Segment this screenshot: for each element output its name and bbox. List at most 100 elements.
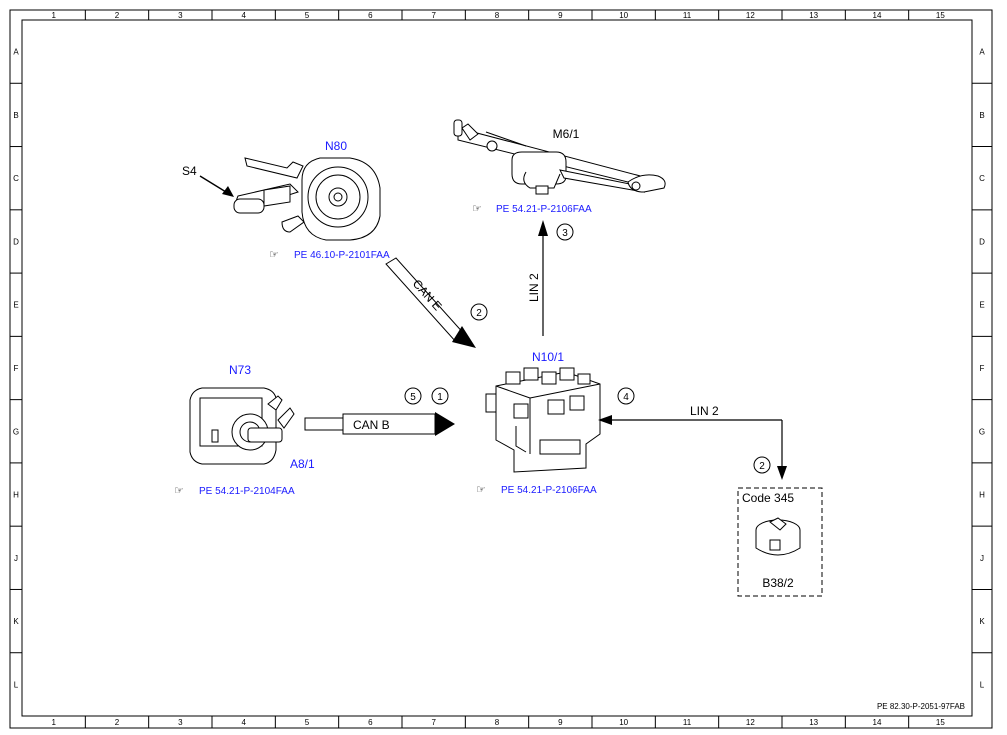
column-label-top: 14 — [873, 11, 882, 20]
n80-combination-switch[interactable]: N80 S4 ☞ PE 46.10-P-2101FAA — [182, 139, 390, 261]
lin2-up-connection: LIN 2 — [527, 220, 548, 336]
m6-1-wiper-motor[interactable]: M6/1 ☞ PE 54.21-P-2106FAA — [453, 119, 666, 215]
hand-pointer-icon: ☞ — [476, 483, 486, 496]
column-label-top: 5 — [305, 11, 310, 20]
document-reference: PE 82.30-P-2051-97FAB — [877, 702, 965, 711]
row-label-right: C — [979, 174, 985, 183]
row-label-right: H — [979, 491, 985, 500]
row-label-left: L — [14, 680, 19, 689]
b38-2-sensor-box[interactable]: Code 345 B38/2 — [737, 487, 823, 597]
lin2-right-arrowhead-down — [777, 466, 787, 480]
combination-switch-illustration — [233, 157, 381, 241]
s4-pointer-arrowhead — [222, 186, 234, 197]
m6-1-label: M6/1 — [553, 127, 580, 141]
column-label-top: 15 — [936, 11, 945, 20]
n10-1-control-unit[interactable]: N10/1 ☞ PE 54.21-P-2106FAA — [476, 350, 601, 496]
s4-label: S4 — [182, 164, 197, 178]
grid-labels: 1122334455667788991010111112121313141415… — [13, 11, 985, 727]
wiper-linkage-illustration — [453, 119, 666, 195]
n73-ignition-switch[interactable]: N73 A8/1 ☞ PE 54.21-P-2104FAA — [174, 363, 315, 497]
row-label-left: D — [13, 237, 19, 246]
can-b-arrowhead — [435, 412, 455, 436]
column-label-top: 10 — [619, 11, 628, 20]
row-label-left: J — [14, 554, 18, 563]
svg-text:1: 1 — [437, 392, 443, 403]
row-label-left: H — [13, 491, 19, 500]
column-label-bottom: 6 — [368, 718, 373, 727]
marker-can-b-1: 1 — [431, 387, 449, 405]
row-label-right: E — [979, 301, 984, 310]
row-label-left: C — [13, 174, 19, 183]
n10-1-reference-text: PE 54.21-P-2106FAA — [501, 485, 597, 496]
hand-pointer-icon: ☞ — [472, 202, 482, 215]
column-label-bottom: 11 — [683, 718, 692, 727]
column-label-bottom: 15 — [936, 718, 945, 727]
column-label-bottom: 10 — [619, 718, 628, 727]
row-label-left: B — [13, 111, 18, 120]
column-label-top: 9 — [558, 11, 563, 20]
marker-b38-2: 2 — [753, 456, 771, 474]
row-label-right: B — [979, 111, 984, 120]
n73-label: N73 — [229, 363, 251, 377]
row-label-left: K — [13, 617, 19, 626]
column-label-bottom: 2 — [115, 718, 120, 727]
column-label-bottom: 3 — [178, 718, 183, 727]
n10-1-label: N10/1 — [532, 350, 564, 364]
can-b-connection: CAN B — [304, 412, 455, 436]
row-label-right: D — [979, 237, 985, 246]
lin2-up-label: LIN 2 — [527, 273, 541, 302]
column-label-bottom: 8 — [495, 718, 500, 727]
row-label-left: F — [14, 364, 19, 373]
lin2-right-connection: LIN 2 — [598, 404, 787, 480]
column-label-bottom: 13 — [809, 718, 818, 727]
n80-label: N80 — [325, 139, 347, 153]
lin2-up-arrowhead — [538, 220, 548, 236]
svg-text:2: 2 — [759, 461, 765, 472]
code-345-label: Code 345 — [742, 491, 794, 505]
can-e-connection: CAN E — [385, 257, 476, 348]
sensor-illustration — [755, 517, 801, 556]
row-label-right: L — [980, 680, 985, 689]
column-label-bottom: 7 — [431, 718, 436, 727]
row-label-right: A — [979, 48, 985, 57]
column-label-top: 1 — [51, 11, 56, 20]
can-b-label: CAN B — [353, 418, 390, 432]
lin2-right-arrowhead-left — [598, 415, 612, 425]
svg-text:5: 5 — [410, 392, 416, 403]
row-label-left: G — [13, 427, 19, 436]
svg-text:2: 2 — [476, 308, 482, 319]
n80-reference-link[interactable]: ☞ PE 46.10-P-2101FAA — [269, 248, 390, 261]
row-label-left: E — [13, 301, 18, 310]
n73-reference-link[interactable]: ☞ PE 54.21-P-2104FAA — [174, 484, 295, 497]
column-label-top: 4 — [241, 11, 246, 20]
n73-reference-text: PE 54.21-P-2104FAA — [199, 486, 295, 497]
b38-2-label: B38/2 — [762, 576, 794, 590]
column-label-bottom: 14 — [873, 718, 882, 727]
column-label-top: 3 — [178, 11, 183, 20]
column-label-top: 13 — [809, 11, 818, 20]
row-label-right: J — [980, 554, 984, 563]
column-label-top: 11 — [683, 11, 692, 20]
row-label-right: G — [979, 427, 985, 436]
lin2-right-label: LIN 2 — [690, 404, 719, 418]
marker-can-e: 2 — [470, 303, 488, 321]
n80-reference-text: PE 46.10-P-2101FAA — [294, 250, 390, 261]
column-label-bottom: 12 — [746, 718, 755, 727]
marker-lin2-up: 3 — [556, 223, 574, 241]
a8-1-label: A8/1 — [290, 457, 315, 471]
svg-text:3: 3 — [562, 228, 568, 239]
hand-pointer-icon: ☞ — [269, 248, 279, 261]
column-label-top: 2 — [115, 11, 120, 20]
inner-frame — [21, 19, 973, 717]
outer-frame — [9, 9, 993, 729]
marker-can-b-5: 5 — [404, 387, 422, 405]
m6-1-reference-link[interactable]: ☞ PE 54.21-P-2106FAA — [472, 202, 592, 215]
s4-pointer-line — [199, 175, 227, 193]
n10-1-reference-link[interactable]: ☞ PE 54.21-P-2106FAA — [476, 483, 597, 496]
row-label-right: K — [979, 617, 985, 626]
can-e-arrowhead — [452, 326, 476, 348]
column-label-top: 7 — [431, 11, 436, 20]
optional-equipment-box — [737, 487, 823, 597]
control-unit-illustration — [485, 367, 601, 473]
